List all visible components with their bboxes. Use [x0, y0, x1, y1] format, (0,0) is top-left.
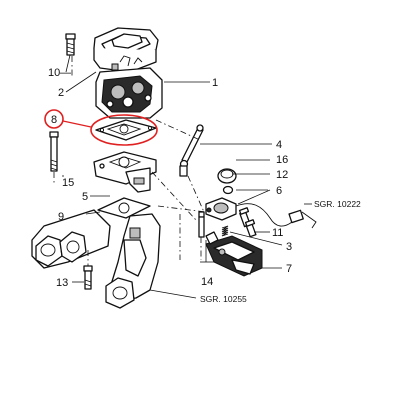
part-16-cap[interactable] [217, 168, 237, 184]
callout-7: 7 [286, 263, 292, 275]
part-6-sensor[interactable] [205, 197, 317, 229]
callout-2: 2 [58, 87, 64, 99]
callout-3: 3 [286, 241, 292, 253]
leader-lines [62, 54, 312, 299]
part-13-small-bolt[interactable] [83, 265, 93, 290]
part-3-spring[interactable] [221, 225, 229, 237]
part-2-carburettor-cover[interactable] [93, 27, 159, 73]
part-15-long-bolt[interactable] [49, 131, 59, 172]
callout-12: 12 [276, 169, 288, 181]
callout-1: 1 [212, 77, 218, 89]
callout-16: 16 [276, 154, 288, 166]
part-5-insulator-flange[interactable] [93, 151, 157, 193]
callout-11: 11 [272, 227, 283, 239]
callout-8: 8 [51, 114, 57, 126]
part-8-gasket[interactable] [95, 119, 157, 141]
part-14-stud[interactable] [198, 211, 205, 238]
callout-4: 4 [276, 139, 282, 151]
callout-10-marker: — [60, 67, 71, 79]
callout-15: 15 [62, 177, 74, 189]
part-4-throttle-linkage[interactable] [179, 124, 204, 177]
part-10-screw[interactable] [65, 33, 76, 56]
part-1-carburettor-body[interactable] [95, 55, 163, 119]
reference-sgr-10255: SGR. 10255 [200, 294, 247, 304]
callout-14: 14 [201, 276, 213, 288]
callout-5: 5 [82, 191, 88, 203]
part-9-intake-manifold[interactable] [31, 197, 161, 309]
callout-9: 9 [58, 211, 64, 223]
part-12-o-ring[interactable] [222, 185, 234, 195]
callout-13: 13 [56, 277, 68, 289]
callout-10: 10 [48, 67, 60, 79]
part-7-actuator-bracket[interactable] [205, 231, 263, 277]
reference-sgr-10222: SGR. 10222 [314, 199, 361, 209]
callout-labels: 10 — 2 1 8 4 16 12 15 6 5 9 11 3 7 13 14… [48, 67, 361, 304]
highlight-marks [44, 109, 158, 146]
callout-6: 6 [276, 185, 282, 197]
part-11-screws[interactable] [238, 207, 257, 238]
assembly-axis-lines [53, 56, 207, 266]
